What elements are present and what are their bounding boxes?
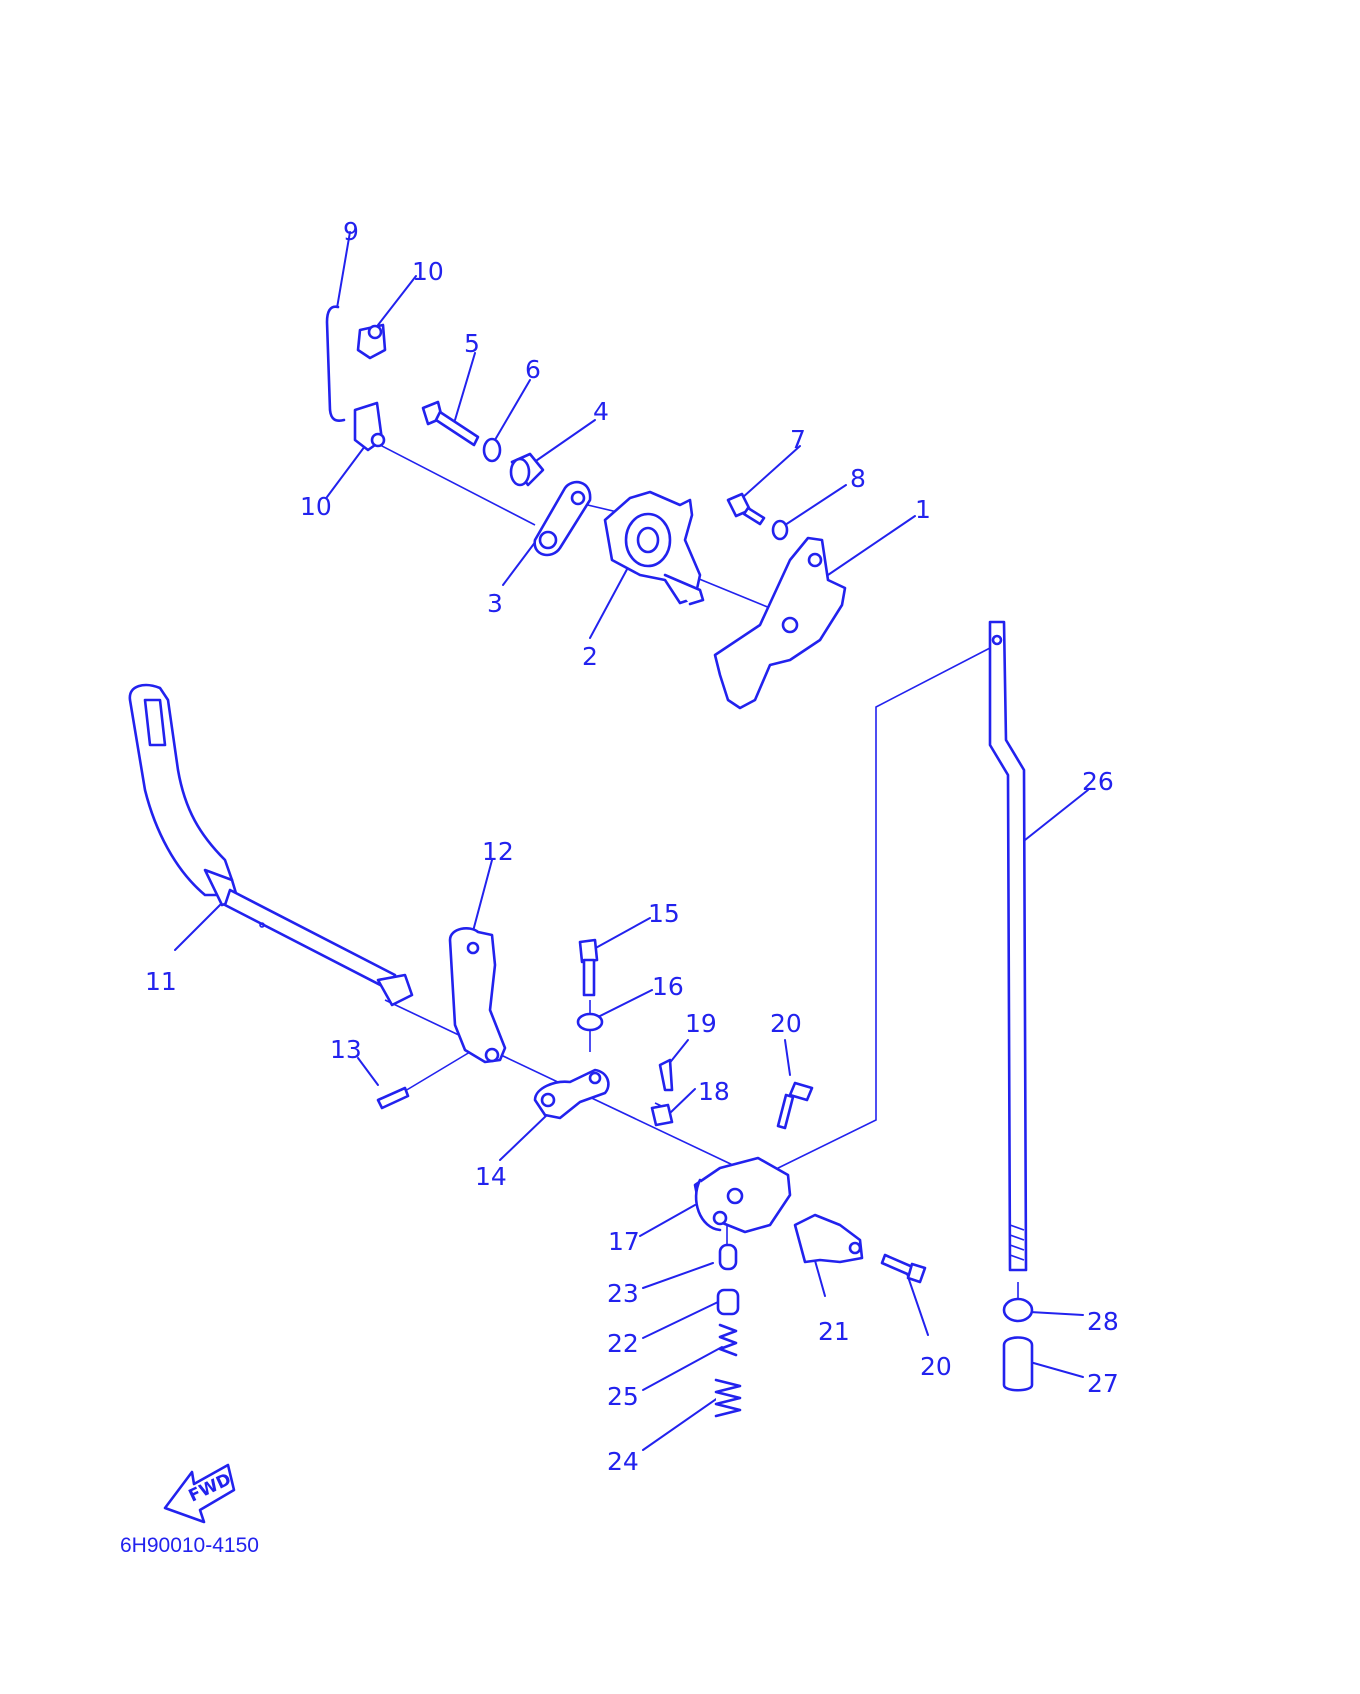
callout-10-upper: 10 [412,257,444,286]
callout-3: 3 [487,589,503,618]
part-7-bolt [726,492,766,526]
part-9-link-rod [325,305,346,422]
callout-26: 26 [1082,767,1114,796]
part-27-sleeve [1002,1336,1034,1392]
callout-7: 7 [790,425,806,454]
callout-25: 25 [607,1382,639,1411]
callout-28: 28 [1087,1307,1119,1336]
part-22-sleeve [716,1288,740,1316]
callout-12: 12 [482,837,514,866]
callout-10-lower: 10 [300,492,332,521]
part-24-spring-large [714,1378,742,1418]
part-20-lower-bolt [880,1253,927,1284]
callout-14: 14 [475,1162,507,1191]
callout-21: 21 [818,1317,850,1346]
callout-6: 6 [525,355,541,384]
part-23-ball [718,1243,738,1271]
callout-13: 13 [330,1035,362,1064]
part-15-bolt [578,938,599,997]
part-18-screw [650,1103,674,1127]
callout-2: 2 [582,642,598,671]
part-10-lower-clip [353,401,386,452]
part-16-washer [576,1012,604,1032]
part-5-bolt [421,400,480,447]
part-2-bracket [603,490,705,606]
part-4-collar [509,452,545,487]
callout-22: 22 [607,1329,639,1358]
callout-27: 27 [1087,1369,1119,1398]
callout-11: 11 [145,967,177,996]
callout-5: 5 [464,329,480,358]
part-11-shift-lever [128,683,414,1007]
part-19-pin [658,1058,674,1092]
callout-17: 17 [608,1227,640,1256]
part-3-lever [533,480,592,557]
part-13-pin [376,1086,410,1110]
fwd-arrow-icon: FWD [163,1463,236,1524]
callout-18: 18 [698,1077,730,1106]
callout-19: 19 [685,1009,717,1038]
callout-1: 1 [915,495,931,524]
callout-20-lower: 20 [920,1352,952,1381]
part-12-arm [448,926,507,1064]
part-21-clip [793,1213,864,1264]
part-20-upper-bolt [776,1081,814,1130]
part-26-shift-rod [988,620,1028,1272]
callout-9: 9 [343,217,359,246]
drawing-code: 6H90010-4150 [120,1534,259,1557]
callout-8: 8 [850,464,866,493]
part-10-upper-clip [356,323,387,360]
part-17-shift-cam [693,1156,792,1234]
part-8-washer [771,519,789,541]
part-14-block [533,1068,610,1120]
callout-labels: 1 2 3 4 5 6 7 8 9 10 10 11 12 13 14 15 1… [145,217,1119,1476]
callout-16: 16 [652,972,684,1001]
part-25-spring-small [718,1323,738,1357]
callout-20-upper: 20 [770,1009,802,1038]
leader-lines [174,231,1089,1451]
part-6-washer [482,437,502,463]
callout-23: 23 [607,1279,639,1308]
callout-4: 4 [593,397,609,426]
part-1-plate [713,536,847,710]
callout-15: 15 [648,899,680,928]
part-28-nut [1002,1297,1034,1323]
callout-24: 24 [607,1447,639,1476]
